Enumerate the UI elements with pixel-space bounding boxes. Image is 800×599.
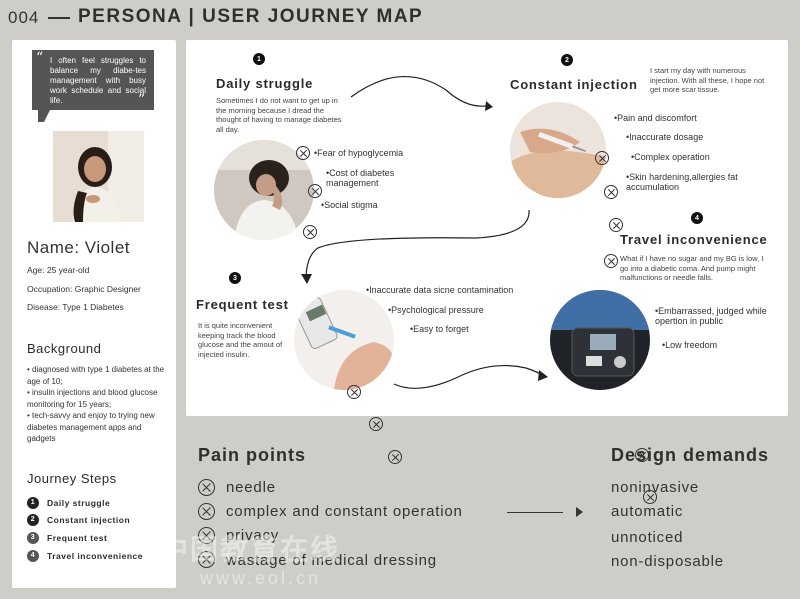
- quote-bubble-tail: [38, 110, 50, 122]
- step-2-pain: •Pain and discomfort: [614, 113, 697, 123]
- step-3-pain: •Easy to forget: [410, 324, 469, 334]
- pain-points-heading: Pain points: [198, 445, 307, 465]
- journey-step-1: 1 Daily struggle: [27, 496, 110, 509]
- step-label: Daily struggle: [47, 497, 111, 508]
- step-3-title: Frequent test: [196, 297, 289, 312]
- step-1-pain: •Fear of hypoglycemia: [314, 148, 404, 158]
- background-item: • insulin injections and blood glucose m…: [27, 388, 158, 409]
- step-number: 1: [27, 496, 39, 509]
- step-3-pain: •Psychological pressure: [388, 305, 484, 315]
- pain-x-icon: [595, 151, 609, 165]
- pain-x-icon: [604, 254, 618, 268]
- step-4-description: What if I have no sugar and my BG is low…: [620, 254, 764, 282]
- step-4-title: Travel inconvenience: [620, 232, 768, 247]
- design-demand-item: unnoticed: [611, 529, 684, 546]
- journey-steps-heading: Journey Steps: [27, 471, 117, 486]
- step-2-pain: •Skin hardening,allergies fat accumulati…: [626, 172, 738, 192]
- step-1-pain: •Social stigma: [321, 200, 378, 210]
- page-number: 004: [8, 8, 40, 27]
- step-2-description: I start my day with numerous injection. …: [650, 66, 765, 94]
- persona-avatar: [53, 131, 144, 222]
- pain-x-icon: [198, 551, 215, 568]
- design-demand-item: automatic: [611, 503, 684, 520]
- quote-open-mark: “: [36, 50, 44, 66]
- step-label: Frequent test: [47, 532, 108, 543]
- background-item: • diagnosed with type 1 diabetes at the …: [27, 365, 165, 386]
- pain-x-icon: [308, 184, 322, 198]
- step-3-marker: 3: [229, 272, 241, 284]
- step-2-photo: [510, 102, 606, 198]
- header-divider: [48, 17, 70, 19]
- step-2-marker: 2: [561, 54, 573, 66]
- design-demand-item: noninvasive: [611, 479, 700, 496]
- step-number: 3: [27, 531, 39, 544]
- pain-x-icon: [635, 448, 649, 462]
- pain-x-icon: [604, 185, 618, 199]
- step-2-title: Constant injection: [510, 77, 638, 92]
- persona-disease: Disease: Type 1 Diabetes: [27, 302, 124, 312]
- summary-arrow-head: [576, 507, 583, 517]
- journey-step-3: 3 Frequent test: [27, 531, 107, 544]
- step-3-pain: •Inaccurate data sicne contamination: [366, 285, 514, 295]
- pain-x-icon: [609, 218, 623, 232]
- pain-x-icon: [303, 225, 317, 239]
- persona-name: Name: Violet: [27, 238, 131, 257]
- pain-point-item: needle: [226, 479, 276, 496]
- background-list: • diagnosed with type 1 diabetes at the …: [27, 364, 167, 445]
- journey-step-4: 4 Travel inconvenience: [27, 549, 143, 562]
- step-4-marker: 4: [691, 212, 703, 224]
- persona-age: Age: 25 year-old: [27, 265, 90, 275]
- step-label: Travel inconvenience: [47, 550, 143, 561]
- background-heading: Background: [27, 341, 102, 356]
- journey-path-arrows: [301, 75, 548, 389]
- persona-quote: I often feel struggles to balance my dia…: [32, 50, 154, 110]
- pain-x-icon: [198, 527, 215, 544]
- watermark-url: www.eol.cn: [200, 568, 322, 588]
- step-3-description: It is quite inconvenient keeping track t…: [198, 321, 283, 359]
- pain-x-icon: [198, 479, 215, 496]
- design-demand-item: non-disposable: [611, 553, 724, 570]
- background-item: • tech-savvy and enjoy to trying new dia…: [27, 411, 155, 443]
- step-4-photo: [550, 290, 650, 390]
- pain-x-icon: [347, 385, 361, 399]
- step-4-pain: •Low freedom: [662, 340, 718, 350]
- pain-x-icon: [369, 417, 383, 431]
- quote-close-mark: ”: [138, 92, 146, 108]
- summary-arrow-line: [507, 512, 563, 514]
- pain-x-icon: [388, 450, 402, 464]
- step-1-title: Daily struggle: [216, 76, 314, 91]
- pain-point-item: privacy: [226, 527, 280, 544]
- step-label: Constant injection: [47, 514, 131, 525]
- watermark-text: 中国教育在线: [160, 534, 341, 565]
- step-4-pain: •Embarrassed, judged while opertion in p…: [655, 306, 767, 326]
- step-1-description: Sometimes I do not want to get up in the…: [216, 96, 342, 134]
- pain-point-item: complex and constant operation: [226, 503, 463, 520]
- journey-step-2: 2 Constant injection: [27, 513, 130, 526]
- design-demands-heading: Design demands: [611, 445, 770, 465]
- step-1-marker: 1: [253, 53, 265, 65]
- pain-x-icon: [643, 490, 657, 504]
- step-number: 4: [27, 549, 39, 562]
- pain-point-item: wastage of medical dressing: [226, 552, 437, 569]
- pain-x-icon: [296, 146, 310, 160]
- step-number: 2: [27, 513, 39, 526]
- step-1-pain: •Cost of diabetes management: [326, 168, 395, 188]
- step-2-pain: •Complex operation: [631, 152, 710, 162]
- page-title: PERSONA | USER JOURNEY MAP: [78, 6, 424, 27]
- step-2-pain: •Inaccurate dosage: [626, 132, 704, 142]
- persona-occupation: Occupation: Graphic Designer: [27, 284, 141, 294]
- pain-x-icon: [198, 503, 215, 520]
- step-3-photo: [294, 290, 394, 390]
